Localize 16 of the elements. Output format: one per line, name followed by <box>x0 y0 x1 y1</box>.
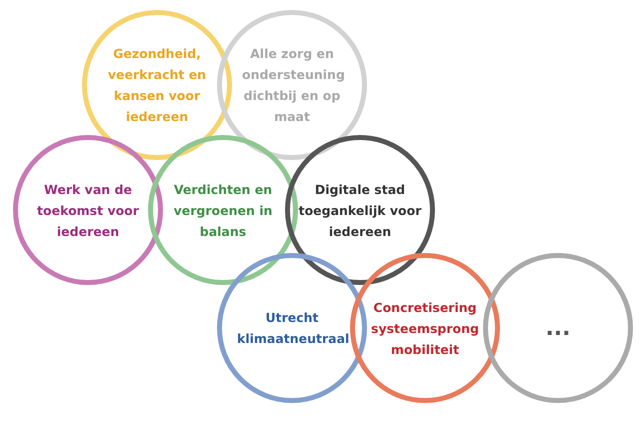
ring <box>285 135 435 285</box>
ring-label: ... <box>545 318 571 338</box>
ring-label: Utrecht klimaatneutraal <box>237 309 347 348</box>
ring-label: Digitale stad toegankelijk voor iedereen <box>298 180 422 240</box>
ring-label: Concretisering systeemsprong mobiliteit <box>370 298 480 358</box>
ring-label: Werk van de toekomst voor iedereen <box>36 180 140 240</box>
ring <box>82 10 232 160</box>
ring <box>217 253 367 403</box>
ring <box>13 135 163 285</box>
ring <box>217 10 367 160</box>
ring-label: Gezondheid, veerkracht en kansen voor iedereen <box>107 45 207 126</box>
ring <box>350 253 500 403</box>
ring <box>483 253 633 403</box>
ring <box>148 135 298 285</box>
ring-label: Verdichten en vergroenen in balans <box>173 180 273 240</box>
ring-label: Alle zorg en ondersteuning dichtbij en op maat <box>242 45 342 126</box>
